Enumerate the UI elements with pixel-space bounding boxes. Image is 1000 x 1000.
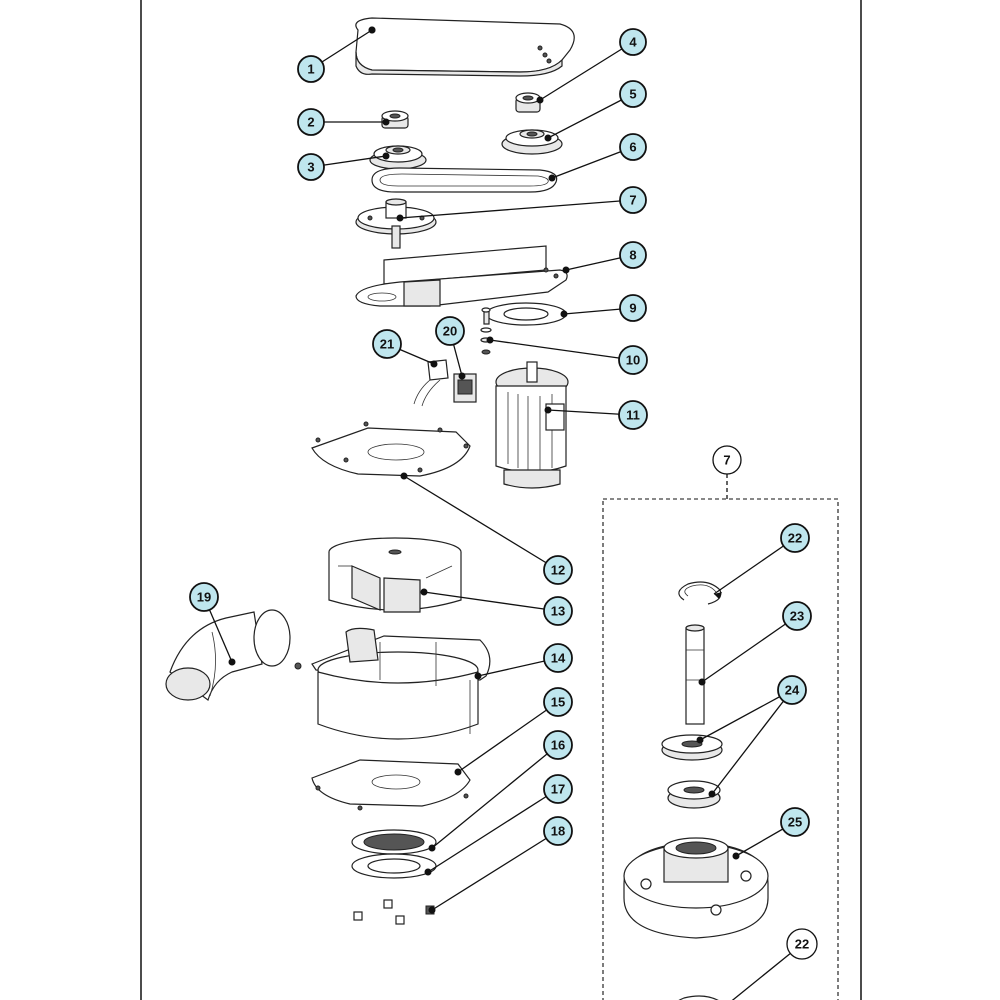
callout-13: 13 <box>543 596 573 626</box>
part-bolt-washers <box>480 307 492 355</box>
detail-ref-7: 7 <box>712 445 742 475</box>
svg-text:22: 22 <box>788 531 802 546</box>
part-fan-housing <box>311 627 491 740</box>
callout-3: 3 <box>297 153 325 181</box>
svg-text:22: 22 <box>795 937 809 952</box>
svg-text:17: 17 <box>551 782 565 797</box>
callout-19: 19 <box>189 582 219 612</box>
part-bearing-lower <box>667 780 721 809</box>
part-impeller <box>328 537 462 613</box>
callout-18: 18 <box>543 816 573 846</box>
part-elbow-duct <box>165 609 302 701</box>
part-bearing-upper <box>661 734 723 761</box>
detail-frame <box>602 498 839 1000</box>
svg-text:9: 9 <box>629 301 636 316</box>
svg-text:13: 13 <box>551 604 565 619</box>
part-bushing-right <box>515 92 541 113</box>
part-circlip-bottom <box>678 995 719 1000</box>
svg-text:11: 11 <box>626 408 640 423</box>
callout-22-bottom: 22 <box>786 928 818 960</box>
svg-text:23: 23 <box>790 609 804 624</box>
svg-text:7: 7 <box>723 453 730 468</box>
callout-10: 10 <box>618 345 648 375</box>
part-cable-clamp <box>413 359 449 407</box>
svg-text:14: 14 <box>551 651 566 666</box>
svg-text:5: 5 <box>629 87 636 102</box>
callout-15: 15 <box>543 687 573 717</box>
callout-14: 14 <box>543 643 573 673</box>
part-motor <box>495 361 569 489</box>
callout-8: 8 <box>619 241 647 269</box>
svg-text:20: 20 <box>443 324 457 339</box>
callout-16: 16 <box>543 730 573 760</box>
callout-20: 20 <box>435 316 465 346</box>
svg-text:7: 7 <box>629 193 636 208</box>
part-top-cover <box>355 17 575 77</box>
leader-lines <box>203 26 803 1000</box>
callout-25: 25 <box>780 807 810 837</box>
svg-text:3: 3 <box>307 160 314 175</box>
svg-text:24: 24 <box>785 683 800 698</box>
callout-23: 23 <box>782 601 812 631</box>
callout-4: 4 <box>619 28 647 56</box>
svg-text:18: 18 <box>551 824 565 839</box>
callout-9: 9 <box>619 294 647 322</box>
part-flange-housing <box>623 837 769 939</box>
callout-17: 17 <box>543 774 573 804</box>
callout-1: 1 <box>297 55 325 83</box>
part-belt <box>371 167 558 193</box>
part-bottom-plate <box>311 759 471 811</box>
callout-5: 5 <box>619 80 647 108</box>
callout-22-top: 22 <box>780 523 810 553</box>
part-pulley-right <box>501 129 563 155</box>
part-shaft <box>685 624 705 725</box>
part-gasket-ring <box>485 302 567 326</box>
callout-24: 24 <box>777 675 807 705</box>
svg-text:21: 21 <box>380 337 394 352</box>
part-bottom-gasket <box>351 853 437 879</box>
part-motor-bracket <box>355 245 568 307</box>
svg-text:12: 12 <box>551 563 565 578</box>
svg-text:10: 10 <box>626 353 640 368</box>
part-mesh-grill <box>351 829 437 855</box>
part-bearing-flange <box>355 198 437 249</box>
callout-2: 2 <box>297 108 325 136</box>
part-top-plate <box>311 421 471 477</box>
part-switch <box>453 373 477 403</box>
svg-text:6: 6 <box>629 140 636 155</box>
svg-text:8: 8 <box>629 248 636 263</box>
callout-7: 7 <box>619 186 647 214</box>
svg-text:4: 4 <box>629 35 637 50</box>
svg-text:2: 2 <box>307 115 314 130</box>
svg-text:19: 19 <box>197 590 211 605</box>
callout-21: 21 <box>372 329 402 359</box>
svg-text:15: 15 <box>551 695 565 710</box>
callout-6: 6 <box>619 133 647 161</box>
svg-text:16: 16 <box>551 738 565 753</box>
callout-12: 12 <box>543 555 573 585</box>
svg-text:1: 1 <box>307 62 314 77</box>
part-bushing-left <box>381 110 409 129</box>
callout-11: 11 <box>618 400 648 430</box>
svg-text:25: 25 <box>788 815 802 830</box>
part-nuts <box>353 899 435 925</box>
